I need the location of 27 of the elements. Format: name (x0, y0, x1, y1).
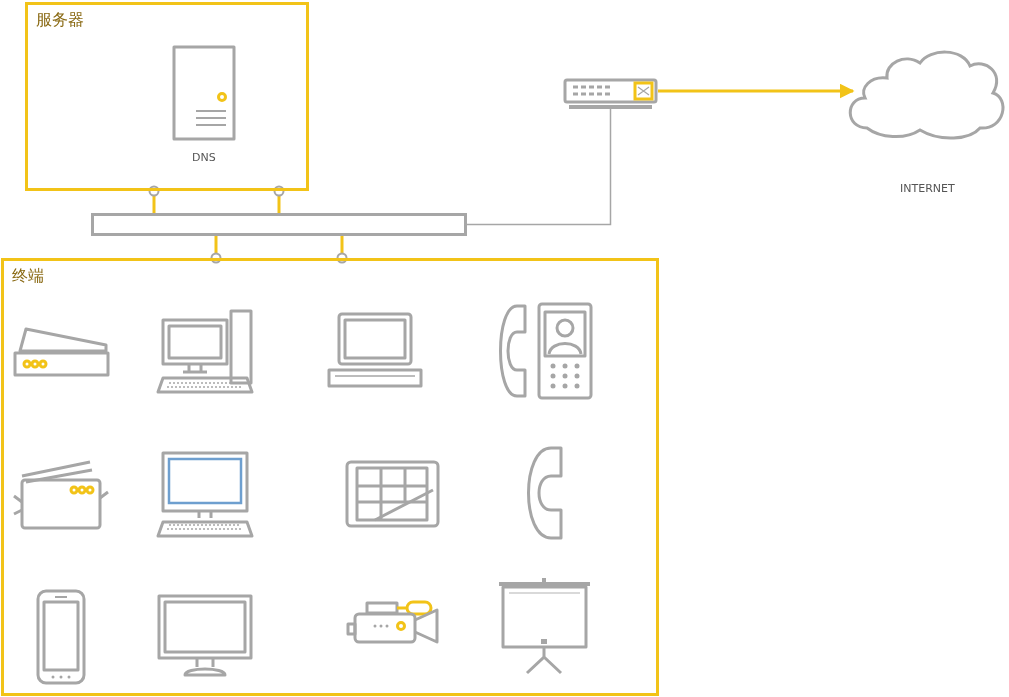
laptop-icon (325, 310, 425, 390)
monitor-icon (155, 593, 255, 679)
drawing-tablet-icon (345, 460, 440, 528)
video-camera-icon (345, 600, 440, 645)
group-title: 服务器 (36, 10, 84, 31)
network-bus-bar (91, 213, 467, 236)
connector-line (273, 185, 285, 213)
scanner-icon (12, 325, 110, 379)
fax-machine-icon (12, 458, 110, 530)
server-icon (172, 45, 236, 141)
network-label: INTERNET (900, 182, 955, 195)
connector-line (210, 236, 222, 264)
telephone-handset-icon (525, 445, 565, 541)
group-title: 终端 (12, 266, 44, 287)
connector-line (148, 185, 160, 213)
desktop-computer-icon (155, 450, 255, 538)
group-frame (1, 258, 659, 696)
device-caption: DNS (192, 151, 216, 164)
network-switch-icon (563, 78, 658, 110)
group-frame (25, 2, 309, 191)
smartphone-icon (35, 588, 87, 686)
video-phone-icon (497, 302, 593, 400)
connector-line (336, 236, 348, 264)
arrow (658, 83, 855, 99)
connector-line (466, 107, 612, 226)
projection-screen-icon (497, 577, 592, 675)
desktop-computer-icon (155, 308, 255, 394)
